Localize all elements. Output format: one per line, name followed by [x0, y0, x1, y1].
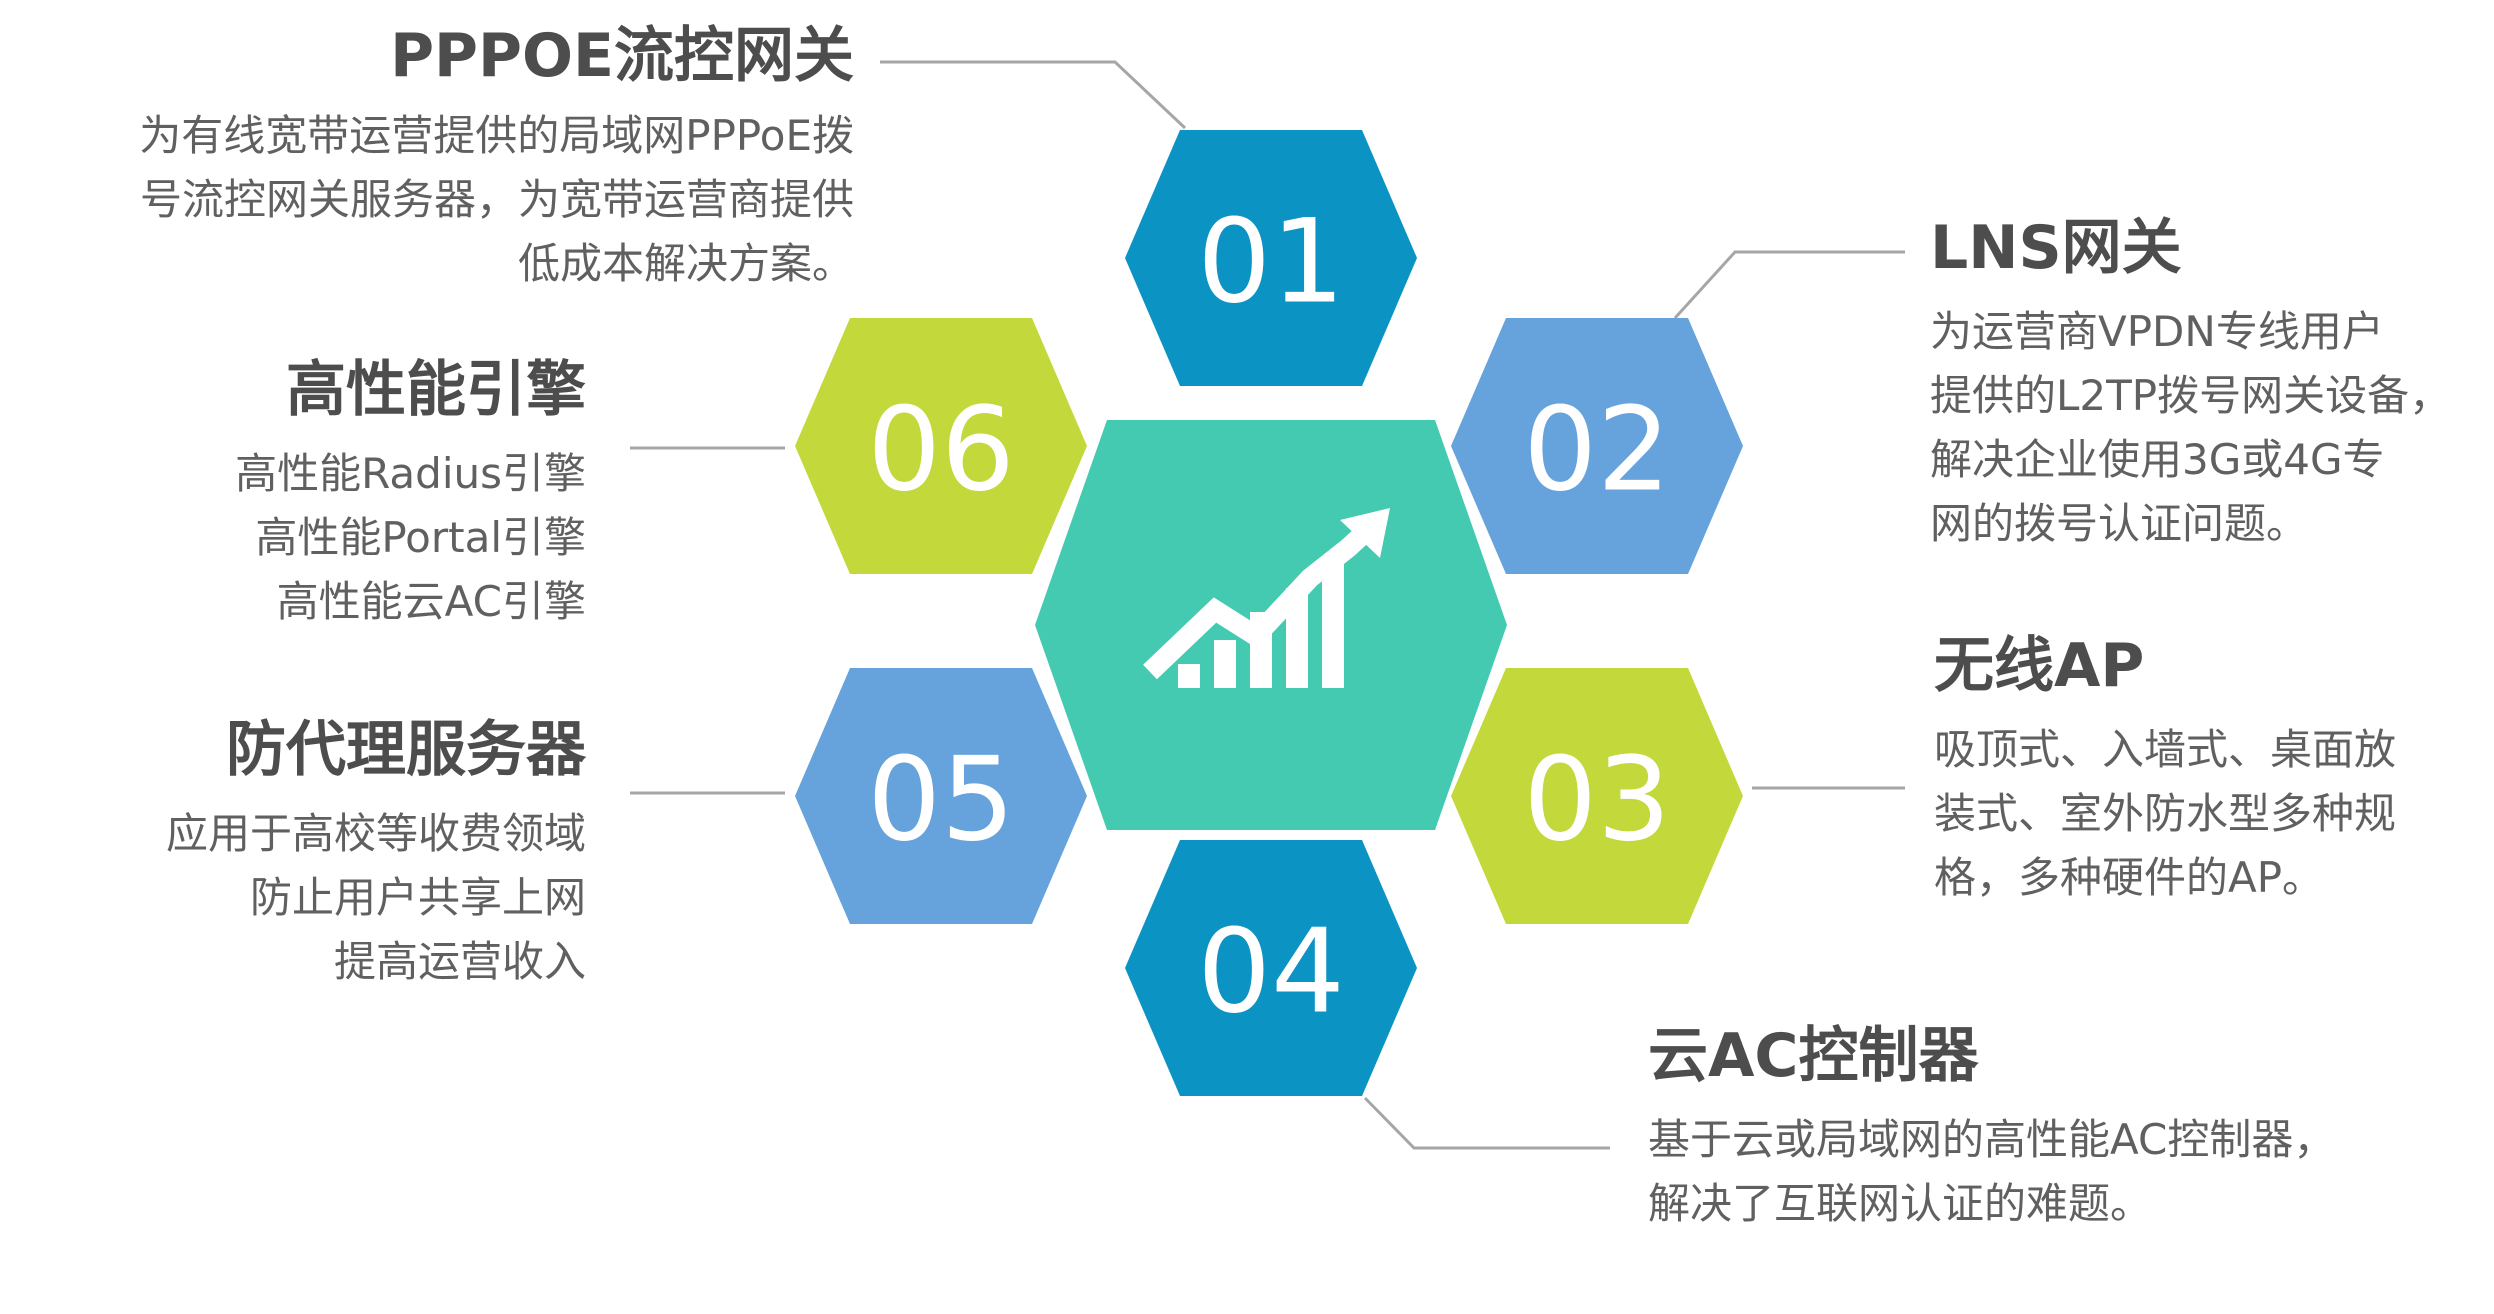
item-02-block: LNS网关 为运营商VPDN专线用户 提供的L2TP拨号网关设备， 解决企业使用…: [1930, 210, 2451, 556]
item-03-line: 格，多种硬件的AP。: [1934, 853, 2325, 902]
item-02-title: LNS网关: [1930, 213, 2182, 283]
hexagon-03-number: 03: [1523, 733, 1671, 868]
item-04-line: 基于云或局域网的高性能AC控制器，: [1648, 1115, 2336, 1164]
item-06-title: 高性能引擎: [286, 355, 586, 425]
hexagon-01: 01: [1125, 130, 1417, 386]
item-03-block: 无线AP 吸顶式、入墙式、桌面放 装式、室外防水型多种规 格，多种硬件的AP。: [1934, 628, 2396, 910]
item-03-line: 装式、室外防水型多种规: [1934, 789, 2397, 838]
hexagon-04: 04: [1125, 840, 1417, 1096]
item-02-line: 解决企业使用3G或4G专: [1930, 435, 2385, 484]
connector-04: [1363, 1096, 1610, 1150]
item-04-title: 云AC控制器: [1648, 1021, 1979, 1091]
item-02-line: 为运营商VPDN专线用户: [1930, 307, 2384, 356]
item-05-description: 应用于高校等收费领域 防止用户共享上网 提高运营收入: [166, 802, 586, 994]
item-05-block: 防代理服务器 应用于高校等收费领域 防止用户共享上网 提高运营收入: [166, 712, 586, 994]
item-06-line: 高性能Radius引擎: [235, 449, 586, 498]
item-06-line: 高性能Portal引擎: [255, 513, 586, 562]
hexagon-06-number: 06: [867, 383, 1015, 518]
hexagon-02: 02: [1451, 318, 1743, 574]
item-03-line: 吸顶式、入墙式、桌面放: [1934, 725, 2397, 774]
item-06-description: 高性能Radius引擎 高性能Portal引擎 高性能云AC引擎: [235, 442, 586, 634]
item-04-block: 云AC控制器 基于云或局域网的高性能AC控制器， 解决了互联网认证的难题。: [1648, 1018, 2335, 1236]
item-01-line: 号流控网关服务器，为宽带运营商提供: [139, 175, 854, 224]
item-01-line: 低成本解决方案。: [517, 239, 854, 288]
item-01-line: 为有线宽带运营提供的局域网PPPoE拨: [139, 111, 854, 160]
item-05-line: 应用于高校等收费领域: [165, 809, 586, 858]
item-06-line: 高性能云AC引擎: [276, 577, 586, 626]
hexagon-04-number: 04: [1197, 905, 1345, 1040]
item-05-line: 提高运营收入: [333, 937, 586, 986]
item-04-description: 基于云或局域网的高性能AC控制器， 解决了互联网认证的难题。: [1648, 1108, 2335, 1236]
hexagon-05: 05: [795, 668, 1087, 924]
hexagon-06: 06: [795, 318, 1087, 574]
hexagon-02-number: 02: [1523, 383, 1671, 518]
item-02-description: 为运营商VPDN专线用户 提供的L2TP拨号网关设备， 解决企业使用3G或4G专…: [1930, 300, 2451, 556]
item-01-title: PPPOE流控网关: [390, 21, 854, 91]
growth-chart-icon: [1143, 508, 1390, 688]
item-05-title: 防代理服务器: [226, 715, 586, 785]
item-02-line: 提供的L2TP拨号网关设备，: [1930, 371, 2452, 420]
hexagon-05-number: 05: [867, 733, 1015, 868]
item-06-block: 高性能引擎 高性能Radius引擎 高性能Portal引擎 高性能云AC引擎: [235, 352, 586, 634]
item-01-description: 为有线宽带运营提供的局域网PPPoE拨 号流控网关服务器，为宽带运营商提供 低成…: [139, 104, 854, 296]
item-03-description: 吸顶式、入墙式、桌面放 装式、室外防水型多种规 格，多种硬件的AP。: [1934, 718, 2396, 910]
connector-02: [1673, 250, 1905, 320]
hexagon-03: 03: [1451, 668, 1743, 924]
item-03-title: 无线AP: [1934, 631, 2145, 701]
connector-01: [880, 60, 1187, 130]
hexagon-01-number: 01: [1197, 195, 1345, 330]
item-05-line: 防止用户共享上网: [249, 873, 586, 922]
item-01-block: PPPOE流控网关 为有线宽带运营提供的局域网PPPoE拨 号流控网关服务器，为…: [139, 18, 854, 296]
item-04-line: 解决了互联网认证的难题。: [1648, 1179, 2153, 1228]
item-02-line: 网的拨号认证问题。: [1930, 499, 2309, 548]
